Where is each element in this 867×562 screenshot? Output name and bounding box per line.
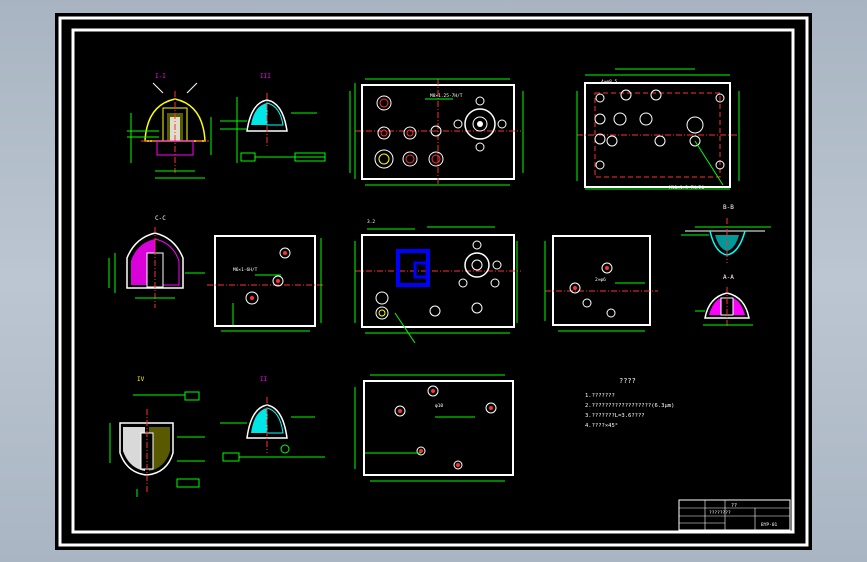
view-section-1: I-I [127, 73, 212, 179]
notes-line-2: 2.??????????????????(6.3μm) [585, 403, 674, 409]
view-label-6: IV [137, 376, 145, 383]
plate-view-6 [354, 374, 514, 482]
notes-heading: ???? [619, 377, 636, 385]
plate-view-4 [354, 226, 521, 344]
title-block-subtitle: ???????? [709, 510, 731, 516]
callout-hole-a: 4×φ8.5 [601, 79, 618, 85]
drawing-sheet: I-I III [55, 13, 812, 550]
title-block-name: ?? [731, 503, 737, 509]
title-block: ?? ???????? BYP-01 [678, 499, 791, 531]
view-label-3: C-C [155, 215, 166, 222]
title-block-drawing-no: BYP-01 [761, 522, 778, 528]
callout-hole-b: φ10 [435, 403, 443, 409]
callout-m10: M10×1.5-7H/20 [669, 185, 705, 191]
view-label-2: III [260, 73, 271, 80]
view-label-4: B-B [723, 204, 734, 211]
view-section-6: IV [109, 376, 205, 497]
view-section-4: B-B [681, 204, 771, 263]
plate-view-2 [576, 68, 740, 190]
callout-hole-c: 2×φ6 [595, 277, 606, 283]
cad-drawing: I-I III [58, 16, 809, 547]
view-section-2: III [220, 73, 326, 163]
view-label-7: II [260, 376, 268, 383]
callout-roughness: 3.2 [367, 219, 375, 225]
plate-view-5 [544, 235, 658, 332]
plate-view-1 [349, 78, 524, 186]
inner-border [71, 28, 795, 534]
view-label-5: A-A [723, 274, 734, 281]
plate-view-3 [207, 235, 323, 332]
view-section-3: C-C [108, 215, 205, 308]
outer-border [58, 16, 809, 547]
view-section-5: A-A [695, 274, 753, 328]
callout-m8: M8×1.25-7H/T [430, 93, 463, 99]
view-label-1: I-I [155, 73, 166, 80]
technical-notes: ???? 1.??????? 2.??????????????????(6.3μ… [585, 377, 674, 429]
notes-line-1: 1.??????? [585, 393, 615, 399]
notes-line-3: 3.???????L=3.6???? [585, 413, 645, 419]
notes-line-4: 4.????×45° [585, 423, 618, 429]
callout-m6: M6×1-6H/T [233, 267, 258, 273]
view-section-7: II [220, 376, 325, 462]
